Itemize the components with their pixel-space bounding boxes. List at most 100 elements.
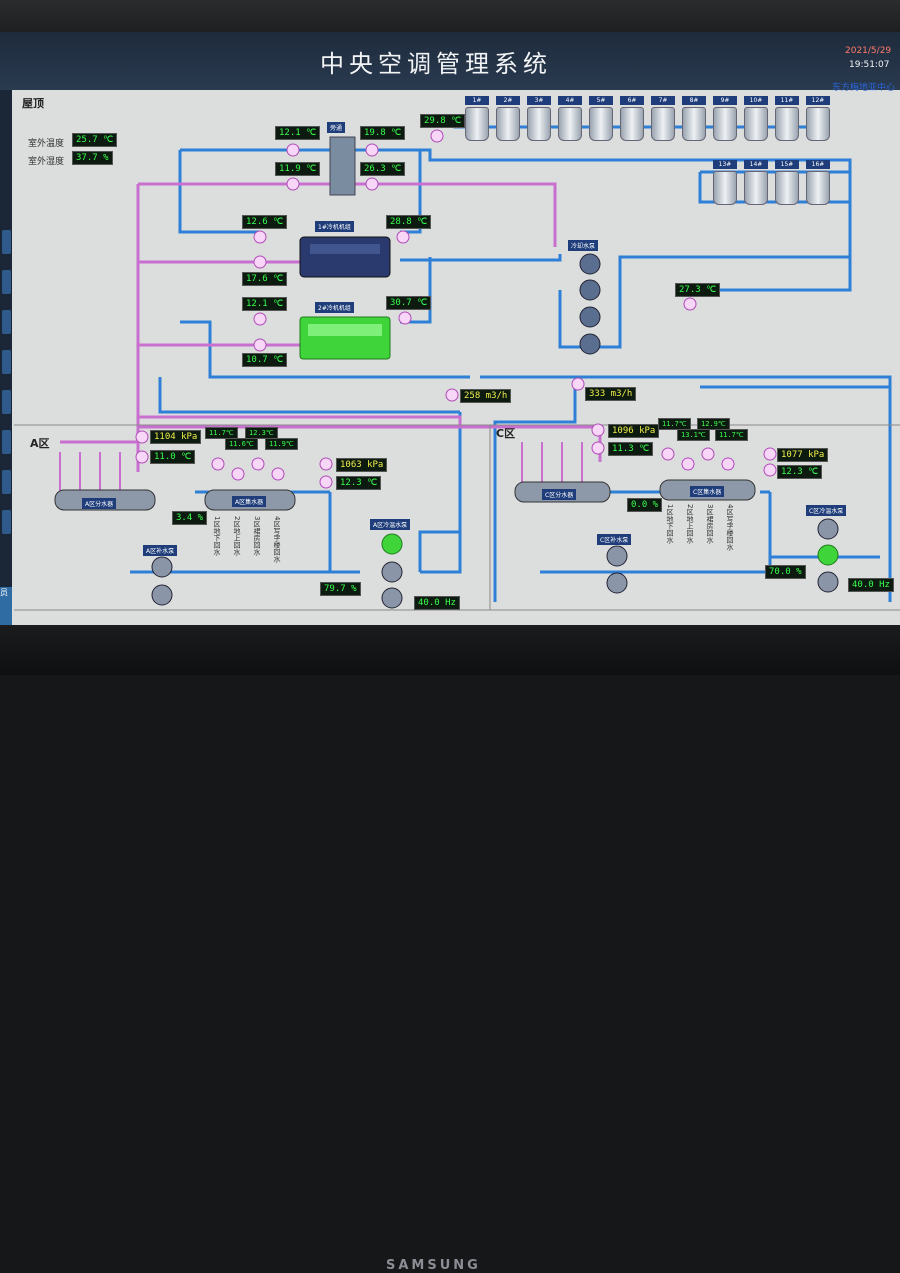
cooling-tower-label: 3# (527, 96, 551, 105)
nav-button[interactable] (2, 270, 11, 294)
nav-button[interactable] (2, 430, 11, 454)
cooling-tower-label: 14# (744, 160, 768, 169)
side-button[interactable]: 员 (0, 587, 12, 625)
zone-a-temp1: 11.0 ℃ (150, 450, 196, 464)
cooling-tower-body (806, 107, 830, 141)
nav-button[interactable] (2, 310, 11, 334)
monitor-bezel-top (0, 0, 900, 32)
cooling-tower-label: 5# (589, 96, 613, 105)
cooling-tower-body (651, 107, 675, 141)
cooling-tower[interactable]: 10# (744, 96, 768, 142)
nav-button[interactable] (2, 230, 11, 254)
temp-readout: 26.3 ℃ (360, 162, 406, 176)
nav-button[interactable] (2, 390, 11, 414)
zone-a-small-temp: 11.9℃ (265, 438, 298, 450)
cooling-tower-body (465, 107, 489, 141)
nav-button[interactable] (2, 350, 11, 374)
zone-a-small-temp: 11.7℃ (205, 427, 238, 439)
cooling-tower-label: 16# (806, 160, 830, 169)
cooling-tower[interactable]: 6# (620, 96, 644, 142)
chiller1-label[interactable]: 1#冷机机组 (315, 221, 354, 232)
cooling-tower-body (744, 107, 768, 141)
temp-readout: 12.1 ℃ (242, 297, 288, 311)
cooling-tower[interactable]: 14# (744, 160, 768, 206)
cooling-tower[interactable]: 9# (713, 96, 737, 142)
time-display: 19:51:07 (849, 60, 890, 70)
zone-a-pressure2: 1063 kPa (336, 458, 388, 472)
cooling-tower-body (713, 107, 737, 141)
temp-readout: 29.8 ℃ (420, 114, 466, 128)
zone-a-pct: 79.7 % (320, 582, 361, 596)
nav-button[interactable] (2, 470, 11, 494)
zone-a-branch: 4区写字楼回水 (273, 516, 281, 563)
title-bar: 中央空调管理系统 2021/5/29 19:51:07 东方梅地亚中心 (0, 32, 900, 93)
temp-readout: 12.6 ℃ (242, 215, 288, 229)
cooling-tower-label: 8# (682, 96, 706, 105)
cooling-tower-body (682, 107, 706, 141)
zone-c-pct: 70.0 % (765, 565, 806, 579)
cooling-tower[interactable]: 5# (589, 96, 613, 142)
cooling-tower[interactable]: 8# (682, 96, 706, 142)
cooling-tower[interactable]: 15# (775, 160, 799, 206)
cooling-tower[interactable]: 3# (527, 96, 551, 142)
zone-a-branch: 1区地下回水 (213, 516, 221, 556)
cooling-tower-label: 7# (651, 96, 675, 105)
zone-a-valve-pct: 3.4 % (172, 511, 208, 525)
cooling-tower-label: 13# (713, 160, 737, 169)
zone-c-makeup-pump-label: C区补水泵 (597, 534, 632, 545)
roof-section-label: 屋顶 (22, 97, 44, 110)
cooling-tower[interactable]: 4# (558, 96, 582, 142)
zone-c-temp2: 12.3 ℃ (777, 465, 823, 479)
cooling-tower-body (713, 171, 737, 205)
cooling-tower[interactable]: 13# (713, 160, 737, 206)
zone-c-pressure2: 1077 kPa (777, 448, 829, 462)
zone-c-branch: 1区地下回水 (666, 504, 674, 544)
zone-c-branch: 4区写字楼回水 (726, 504, 734, 551)
zone-a-small-temp: 12.3℃ (245, 427, 278, 439)
cooling-tower[interactable]: 7# (651, 96, 675, 142)
outdoor-humidity-value: 37.7 % (72, 151, 113, 165)
zone-c-label: C区 (496, 427, 516, 440)
flow-readout: 333 m3/h (585, 387, 637, 401)
cooling-tower-label: 12# (806, 96, 830, 105)
temp-readout: 11.9 ℃ (275, 162, 321, 176)
date-display: 2021/5/29 (845, 46, 892, 56)
flow-readout: 258 m3/h (460, 389, 512, 403)
bypass-label: 旁通 (327, 122, 346, 133)
cooling-tower-label: 4# (558, 96, 582, 105)
cooling-tower-label: 9# (713, 96, 737, 105)
cooling-tower-label: 1# (465, 96, 489, 105)
zone-c-small-temp: 12.9℃ (697, 418, 730, 430)
temp-readout: 28.8 ℃ (386, 215, 432, 229)
cooling-tower[interactable]: 2# (496, 96, 520, 142)
left-nav-strip (0, 90, 12, 625)
outdoor-temp-label: 室外温度 (28, 139, 65, 149)
cooling-tower-body (806, 171, 830, 205)
hvac-screen: 中央空调管理系统 2021/5/29 19:51:07 东方梅地亚中心 员 (0, 32, 900, 625)
zone-c-freq: 40.0 Hz (848, 578, 894, 592)
zone-a-branch: 3区裙房回水 (253, 516, 261, 556)
chiller2-label[interactable]: 2#冷机机组 (315, 302, 354, 313)
cooling-tower-body (558, 107, 582, 141)
temp-readout: 19.8 ℃ (360, 126, 406, 140)
cooling-tower-label: 2# (496, 96, 520, 105)
page-title: 中央空调管理系统 (320, 50, 552, 78)
zone-c-small-temp: 11.7℃ (658, 418, 691, 430)
cooling-pump-label: 冷却水泵 (568, 240, 599, 251)
monitor-bezel-bottom: SAMSUNG (0, 625, 900, 1273)
zone-c-valve-pct: 0.0 % (627, 498, 663, 512)
cooling-tower-body (744, 171, 768, 205)
zone-a-cold-pump-label: A区冷温水泵 (370, 519, 411, 530)
nav-button[interactable] (2, 510, 11, 534)
cooling-tower[interactable]: 12# (806, 96, 830, 142)
cooling-tower-body (620, 107, 644, 141)
temp-readout: 10.7 ℃ (242, 353, 288, 367)
zone-c-collector-label: C区集水器 (690, 486, 725, 497)
cooling-tower-body (589, 107, 613, 141)
cooling-tower[interactable]: 1# (465, 96, 489, 142)
cooling-tower[interactable]: 11# (775, 96, 799, 142)
zone-c-cold-pump-label: C区冷温水泵 (806, 505, 847, 516)
temp-readout: 30.7 ℃ (386, 296, 432, 310)
zone-c-branch: 2区地上回水 (686, 504, 694, 544)
cooling-tower[interactable]: 16# (806, 160, 830, 206)
